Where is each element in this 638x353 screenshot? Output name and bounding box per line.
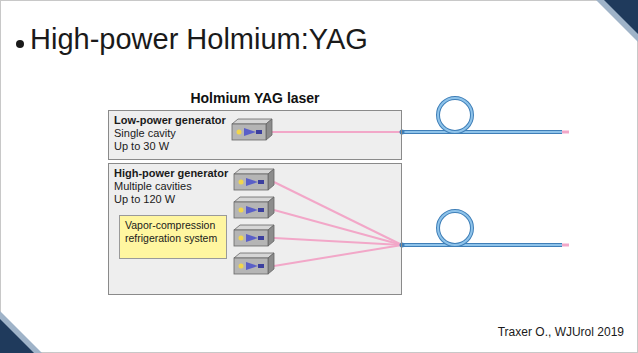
box-fill (108, 110, 402, 160)
optical-fiber (400, 98, 570, 135)
laser-cavity (232, 119, 272, 140)
laser-beam (272, 131, 402, 133)
box-text: Multiple cavities Up to 120 W (114, 180, 204, 206)
bullet (16, 40, 24, 48)
laser-beam (274, 245, 402, 266)
laser-cavity (234, 197, 274, 218)
corner-accent (0, 319, 34, 353)
laser-beam (274, 210, 402, 245)
optical-fiber (400, 211, 570, 248)
generator-box: Low-power generatorSingle cavity Up to 3… (108, 110, 402, 160)
laser-beam (274, 182, 402, 245)
diagram-heading: Holmium YAG laser (190, 90, 319, 106)
generator-box: High-power generatorMultiple cavities Up… (108, 163, 402, 295)
corner-accent (596, 0, 638, 42)
box-heading: Low-power generator (114, 114, 396, 127)
box-fill (119, 215, 227, 259)
laser-cavity (234, 253, 274, 274)
corner-accent (0, 311, 42, 353)
laser-cavity (234, 169, 274, 190)
laser-cavity (234, 225, 274, 246)
box-fill (108, 163, 402, 295)
corner-accent (604, 0, 638, 34)
box-text: Single cavity Up to 30 W (114, 127, 190, 153)
cooling-box: Vapor-compression refrigeration system (119, 215, 227, 259)
laser-beam (274, 238, 402, 245)
box-text: Vapor-compression refrigeration system (125, 219, 221, 244)
box-heading: High-power generator (114, 167, 396, 180)
citation: Traxer O., WJUrol 2019 (498, 325, 624, 339)
slide-title: High-power Holmium:YAG (30, 23, 368, 56)
